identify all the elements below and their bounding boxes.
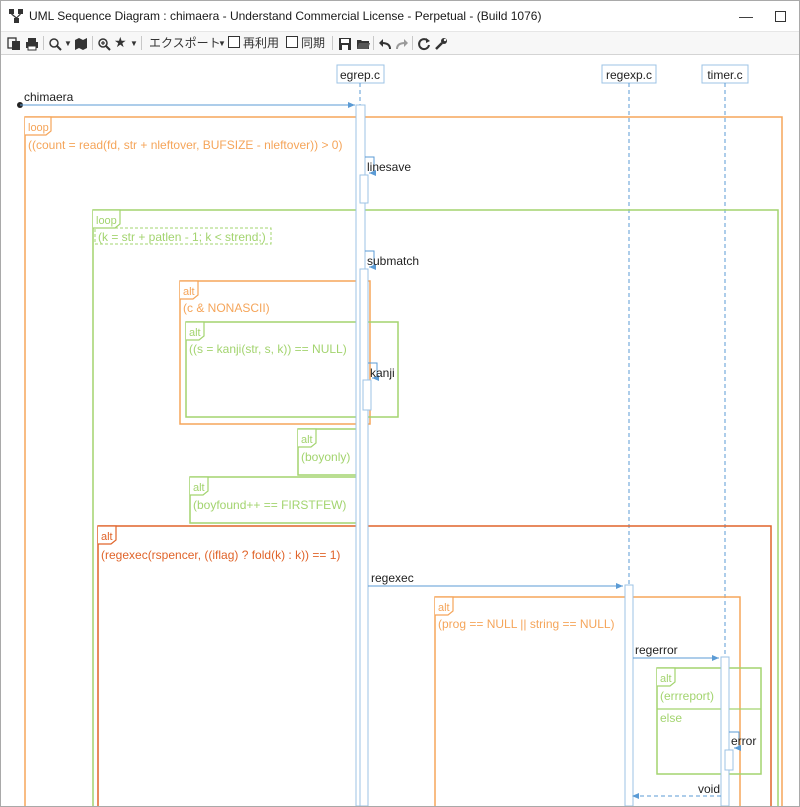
activation-kanji <box>362 379 372 411</box>
alt-frame-nonascii-tag <box>180 280 199 300</box>
folder-icon[interactable] <box>356 35 370 53</box>
message-kanji-label: kanji <box>370 366 395 380</box>
alt-frame-errreport-guard: (errreport) <box>660 689 714 703</box>
message-void-label: void <box>698 782 720 796</box>
alt-frame-boyonly-tag <box>298 428 317 448</box>
alt-frame-errreport-else: else <box>660 711 682 725</box>
redo-icon[interactable] <box>395 35 409 53</box>
export-dropdown-icon[interactable]: ▼ <box>218 39 226 48</box>
loop-frame-read-guard: ((count = read(fd, str + nleftover, BUFS… <box>28 138 342 152</box>
reuse-checkbox[interactable]: 再利用 <box>228 34 279 52</box>
alt-frame-kanji-kind: alt <box>189 327 201 339</box>
alt-frame-boyfound-guard: (boyfound++ == FIRSTFEW) <box>193 498 346 512</box>
wrench-icon[interactable] <box>434 35 448 53</box>
sequence-diagram-icon <box>9 9 23 23</box>
zoom-icon[interactable] <box>48 35 62 53</box>
message-error[interactable] <box>729 731 741 751</box>
save-icon[interactable] <box>338 35 352 53</box>
title-bar: UML Sequence Diagram : chimaera - Unders… <box>1 1 799 32</box>
reuse-checkbox-label: 再利用 <box>243 36 280 50</box>
activation-regexec <box>624 584 634 806</box>
alt-frame-boyfound-kind: alt <box>193 482 205 494</box>
alt-frame-boyfound-tag <box>190 476 209 496</box>
toolbar-separator <box>43 36 44 50</box>
copy-icon[interactable] <box>7 35 21 53</box>
toolbar-separator <box>373 36 374 50</box>
loop-frame-scan-guard-box <box>94 227 272 245</box>
toolbar: ▼ ★ ▼ エクスポート ▼ 再利用 同期 <box>1 32 799 55</box>
message-linesave[interactable] <box>365 156 376 176</box>
sequence-diagram: egrep.c regexp.c timer.c loop ((count = … <box>17 64 783 806</box>
sync-checkbox-box[interactable] <box>286 36 298 48</box>
alt-frame-kanji-tag <box>186 321 205 341</box>
loop-frame-read-tag <box>25 116 52 136</box>
activation-submatch <box>359 268 369 806</box>
activation-error <box>724 749 734 771</box>
maximize-icon <box>774 11 786 22</box>
toolbar-separator <box>92 36 93 50</box>
reuse-checkbox-box[interactable] <box>228 36 240 48</box>
toolbar-separator <box>332 36 333 50</box>
alt-frame-nonascii[interactable] <box>179 280 371 425</box>
alt-frame-prog-null-tag <box>435 596 454 616</box>
undo-icon[interactable] <box>378 35 392 53</box>
message-kanji[interactable] <box>368 362 379 381</box>
refresh-icon[interactable] <box>417 35 431 53</box>
zoom-dropdown-icon[interactable]: ▼ <box>64 39 72 48</box>
alt-frame-regexec[interactable] <box>97 525 772 806</box>
message-linesave-label: linesave <box>367 160 411 174</box>
loop-frame-read-kind: loop <box>28 122 49 134</box>
alt-frame-prog-null[interactable] <box>434 596 741 806</box>
loop-frame-scan[interactable] <box>92 209 779 806</box>
print-icon[interactable] <box>25 35 39 53</box>
lifeline-label-regexp: regexp.c <box>606 68 652 82</box>
star-icon[interactable]: ★ <box>114 34 127 50</box>
alt-frame-prog-null-guard: (prog == NULL || string == NULL) <box>438 617 615 631</box>
alt-frame-nonascii-kind: alt <box>183 286 195 298</box>
export-menu[interactable]: エクスポート <box>149 36 221 50</box>
loop-frame-scan-kind: loop <box>96 215 117 227</box>
alt-frame-errreport-kind: alt <box>660 673 672 685</box>
map-icon[interactable] <box>74 35 88 53</box>
loop-frame-scan-guard: (k = str + patlen - 1; k < strend;) <box>98 230 266 244</box>
lifeline-label-timer: timer.c <box>707 68 742 82</box>
alt-frame-regexec-kind: alt <box>101 531 113 543</box>
message-regerror-label: regerror <box>635 643 678 657</box>
alt-frame-errreport-tag <box>657 667 676 687</box>
message-chimaera-label: chimaera <box>24 90 74 104</box>
alt-frame-prog-null-kind: alt <box>438 602 450 614</box>
zoom-in-icon[interactable] <box>97 35 111 53</box>
message-regexec-label: regexec <box>371 571 414 585</box>
alt-frame-kanji-guard: ((s = kanji(str, s, k)) == NULL) <box>189 342 347 356</box>
loop-frame-read[interactable] <box>24 116 783 806</box>
alt-frame-nonascii-guard: (c & NONASCII) <box>183 301 270 315</box>
alt-frame-errreport[interactable] <box>656 667 762 775</box>
alt-frame-boyonly-guard: (boyonly) <box>301 450 350 464</box>
lifeline-label-egrep: egrep.c <box>340 68 380 82</box>
minimize-button[interactable]: — <box>739 8 753 24</box>
alt-frame-kanji[interactable] <box>185 321 399 418</box>
message-submatch-label: submatch <box>367 254 419 268</box>
toolbar-separator <box>141 36 142 50</box>
message-submatch[interactable] <box>365 250 376 270</box>
maximize-button[interactable] <box>771 7 789 25</box>
toolbar-separator <box>412 36 413 50</box>
window-title: UML Sequence Diagram : chimaera - Unders… <box>29 9 542 23</box>
message-error-label: error <box>731 734 756 748</box>
activation-linesave <box>359 174 369 204</box>
sync-checkbox-label: 同期 <box>301 36 326 50</box>
star-dropdown-icon[interactable]: ▼ <box>130 39 138 48</box>
activation-regerror <box>720 656 730 806</box>
diagram-canvas[interactable]: egrep.c regexp.c timer.c loop ((count = … <box>1 55 799 806</box>
alt-frame-boyonly-kind: alt <box>301 434 313 446</box>
alt-frame-regexec-tag <box>98 525 117 545</box>
alt-frame-regexec-guard: (regexec(rspencer, ((iflag) ? fold(k) : … <box>101 548 340 562</box>
sync-checkbox[interactable]: 同期 <box>286 34 325 52</box>
